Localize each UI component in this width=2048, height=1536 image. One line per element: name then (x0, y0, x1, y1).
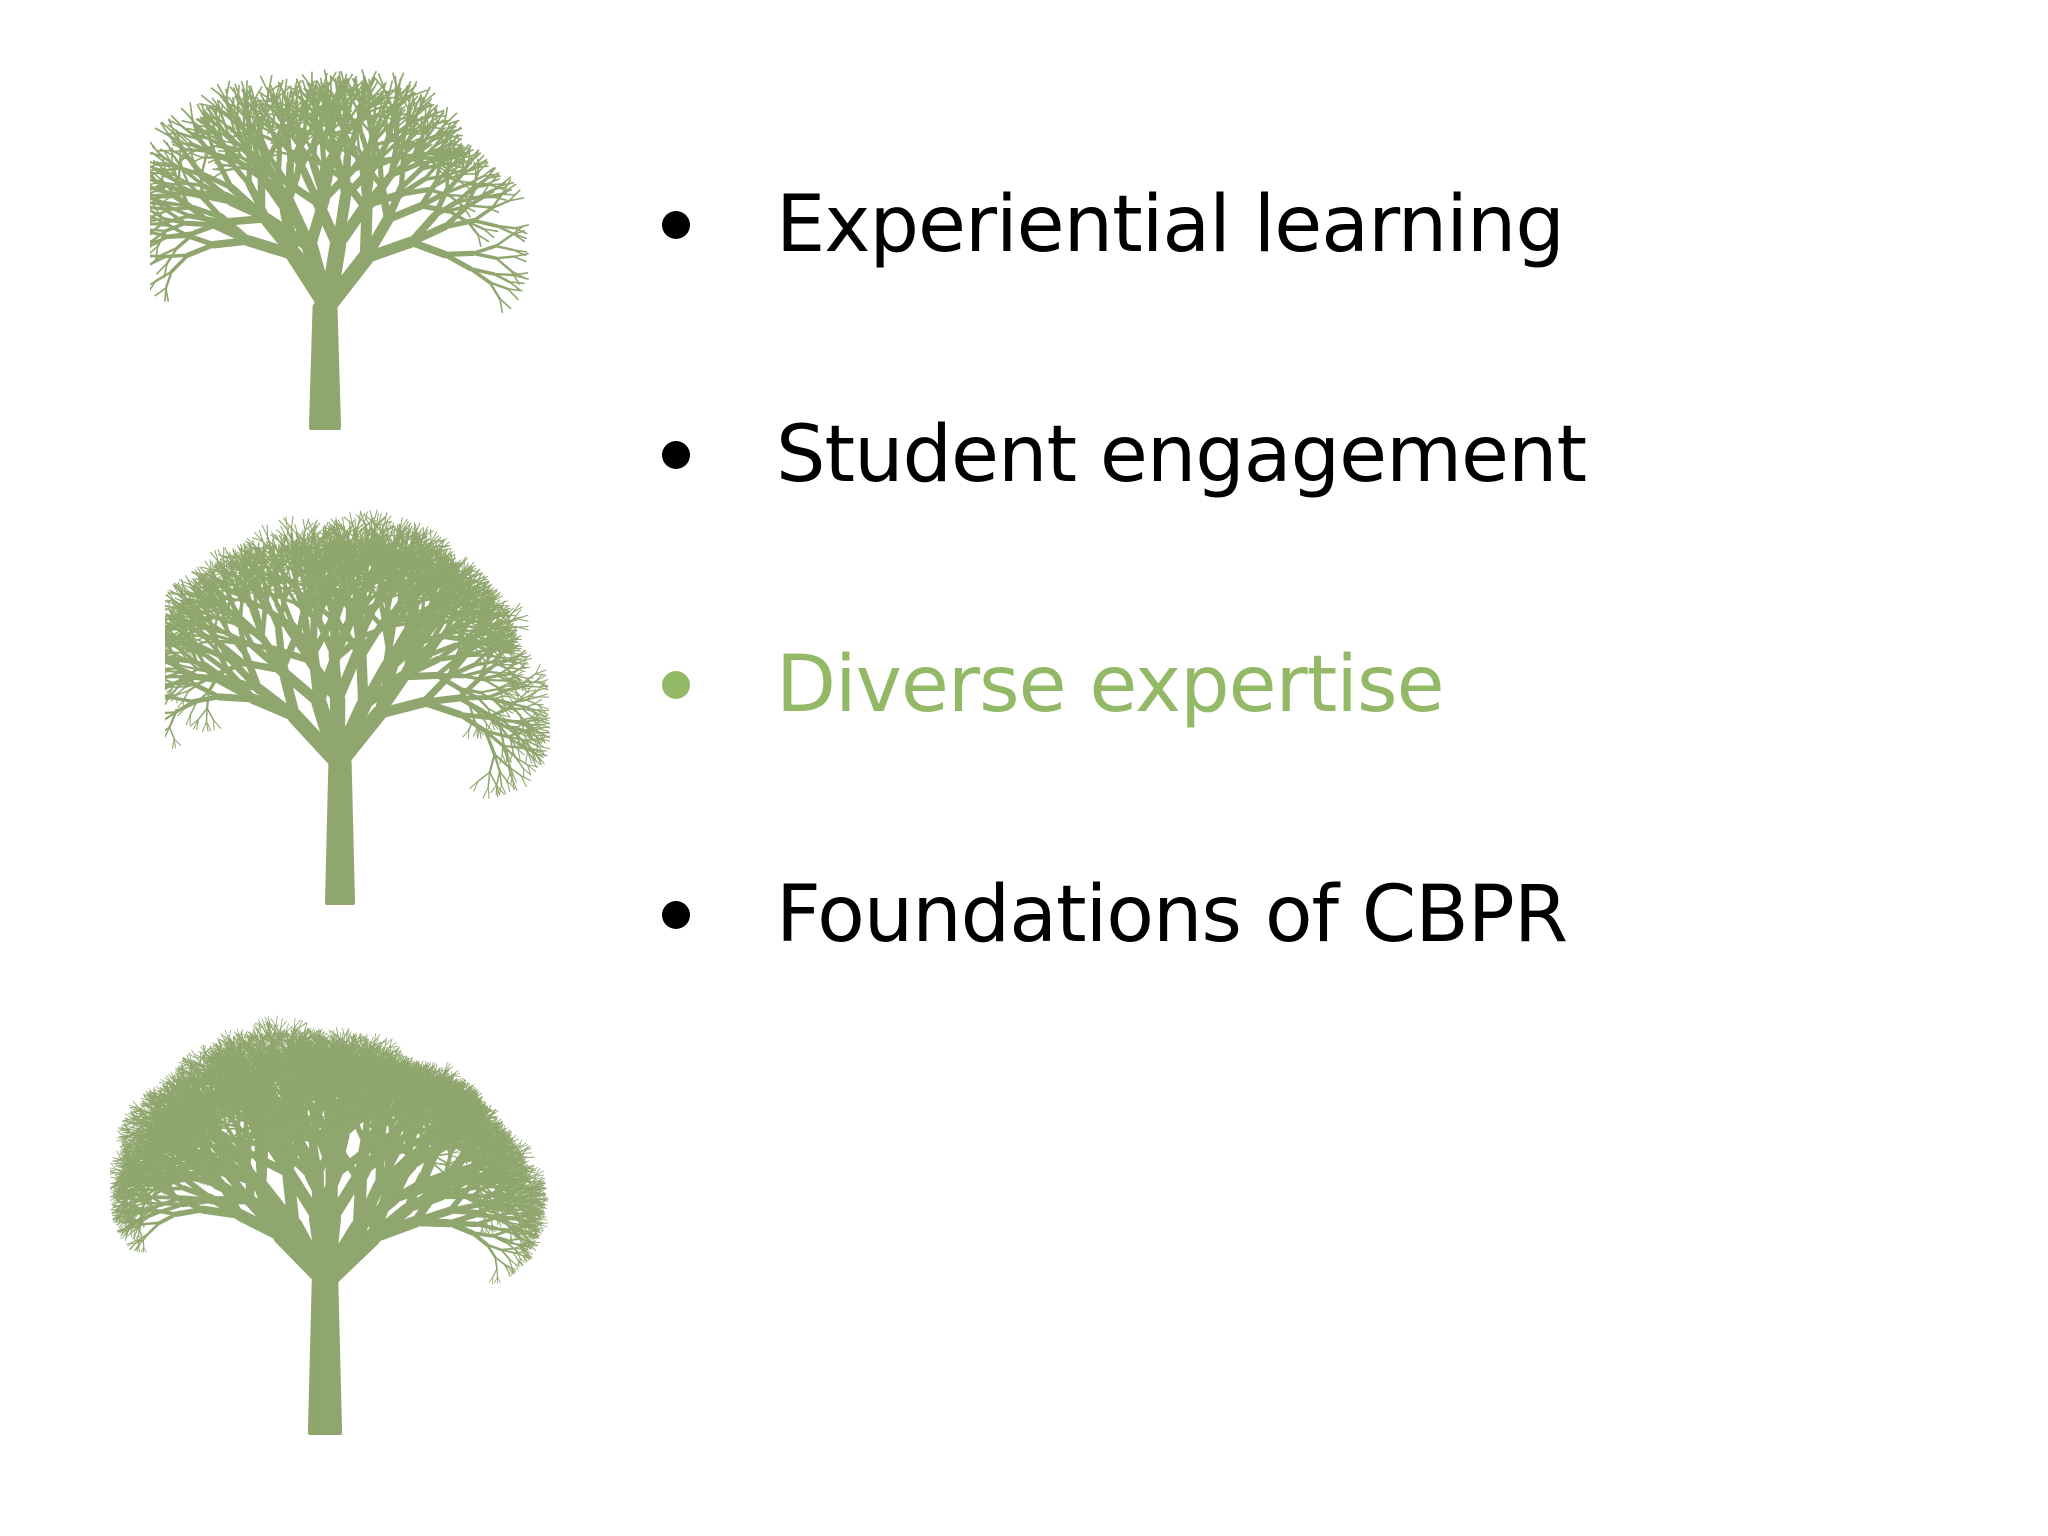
large-bare-tree-icon (110, 910, 570, 1435)
bullet-icon (662, 441, 690, 469)
bullet-text: Foundations of CBPR (776, 870, 1568, 960)
bullet-item-student-engagement: Student engagement (650, 400, 1587, 510)
bullet-item-experiential-learning: Experiential learning (650, 170, 1565, 280)
bullet-text: Experiential learning (776, 180, 1565, 270)
bullet-icon (662, 211, 690, 239)
bullet-text: Diverse expertise (776, 640, 1445, 730)
bullet-text: Student engagement (776, 410, 1587, 500)
medium-bare-tree-icon (165, 440, 550, 905)
bullet-item-diverse-expertise: Diverse expertise (650, 630, 1445, 740)
bullet-icon (662, 671, 690, 699)
small-bare-tree-icon (150, 15, 540, 430)
bullet-icon (662, 901, 690, 929)
bullet-item-foundations-of-cbpr: Foundations of CBPR (650, 860, 1568, 970)
